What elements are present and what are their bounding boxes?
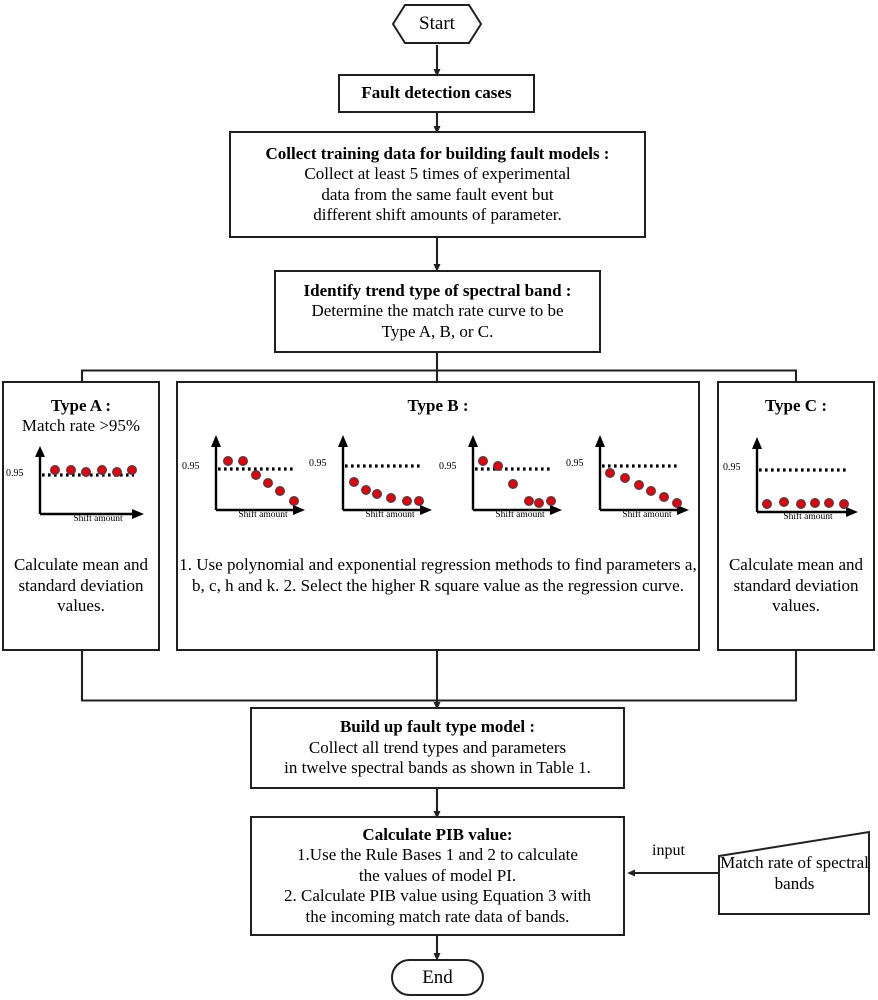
node-input-match-rate[interactable]: Match rate of spectral bands <box>717 830 872 916</box>
chart-type-b-3-ytick: 0.95 <box>439 461 457 472</box>
y-axis-arrowhead <box>211 435 221 447</box>
node-start-label: Start <box>419 13 455 34</box>
node-identify-trend-type[interactable]: Identify trend type of spectral band : D… <box>274 270 601 353</box>
branch-type-a-subheading: Match rate >95% <box>21 416 141 436</box>
chart-type-b-4-ytick: 0.95 <box>566 458 584 469</box>
data-points <box>604 467 682 508</box>
chart-type-b-1: 0.95 Shift amount <box>182 428 312 523</box>
chart-type-a: 0.95 Shift amount <box>6 440 156 530</box>
data-points <box>222 456 299 506</box>
chart-type-c-svg <box>752 437 858 517</box>
chart-type-a-xlabel: Shift amount <box>73 514 123 524</box>
node-input-line-2: spectral bands <box>774 853 869 894</box>
node-collect-training-data[interactable]: Collect training data for building fault… <box>229 131 646 238</box>
x-axis-arrowhead <box>677 505 689 515</box>
node-end[interactable]: End <box>390 958 485 997</box>
y-axis-arrowhead <box>595 435 605 447</box>
y-axis-arrowhead <box>752 437 762 449</box>
trapezoid-input-shape <box>718 830 870 915</box>
chart-type-b-2-svg <box>338 435 432 515</box>
chart-type-b-1-svg <box>211 435 305 515</box>
node-fault-detection-cases-title: Fault detection cases <box>361 83 512 103</box>
node-input-line-1: Match rate of <box>720 853 812 872</box>
chart-type-b-1-xlabel: Shift amount <box>238 510 288 520</box>
chart-type-c-xlabel: Shift amount <box>783 512 833 522</box>
hexagon-shape <box>391 4 483 44</box>
node-collect-training-line-3: different shift amounts of parameter. <box>313 204 562 224</box>
node-calc-pib-line-4: the incoming match rate data of bands. <box>305 906 570 926</box>
node-end-label: End <box>422 966 453 988</box>
chart-type-b-3-svg <box>468 435 562 515</box>
branch-type-c-footer-3: deviation values. <box>772 575 859 616</box>
x-axis-arrowhead <box>846 507 858 517</box>
x-axis-arrowhead <box>420 505 432 515</box>
node-identify-trend-title: Identify trend type of spectral band : <box>303 280 572 300</box>
node-collect-training-line-1: Collect at least 5 times of experimental <box>304 164 571 184</box>
chart-type-b-4: 0.95 Shift amount <box>566 428 696 523</box>
y-axis-arrowhead <box>338 435 348 447</box>
node-identify-trend-line-2: Type A, B, or C. <box>381 321 494 341</box>
chart-type-b-2-ytick: 0.95 <box>309 458 327 469</box>
chart-type-b-1-ytick: 0.95 <box>182 461 200 472</box>
branch-type-b-heading: Type B : <box>407 396 469 415</box>
data-points <box>761 496 849 509</box>
branch-type-a[interactable]: Type A : Match rate >95% <box>2 381 160 651</box>
y-axis-arrowhead <box>35 446 45 457</box>
node-fault-detection-cases[interactable]: Fault detection cases <box>338 74 535 113</box>
node-collect-training-line-2: data from the same fault event but <box>321 184 554 204</box>
branch-type-b-footer-1: 1. Use polynomial and exponential regres… <box>179 555 602 574</box>
chart-type-b-4-svg <box>595 435 689 515</box>
branch-type-a-footer-3: deviation values. <box>57 575 144 616</box>
stadium-shape <box>391 959 484 996</box>
chart-type-a-svg <box>35 446 144 519</box>
node-build-model-title: Build up fault type model : <box>339 717 536 737</box>
node-build-fault-type-model[interactable]: Build up fault type model : Collect all … <box>250 707 625 789</box>
node-identify-trend-line-1: Determine the match rate curve to be <box>311 301 564 321</box>
branch-type-a-footer-2: and standard <box>18 555 149 595</box>
x-axis-arrowhead <box>293 505 305 515</box>
chart-type-c: 0.95 Shift amount <box>723 430 871 530</box>
branch-type-c-heading: Type C : <box>764 396 827 415</box>
node-build-model-line-2: in twelve spectral bands as shown in Tab… <box>284 758 591 778</box>
edge-label-input: input <box>652 842 685 859</box>
branch-type-b[interactable]: Type B : 0.95 <box>176 381 700 651</box>
chart-type-b-2: 0.95 Shift amount <box>309 428 439 523</box>
branch-type-c-footer-1: Calculate mean <box>728 555 835 574</box>
chart-type-b-3-xlabel: Shift amount <box>495 510 545 520</box>
x-axis-arrowhead <box>550 505 562 515</box>
node-calc-pib-title: Calculate PIB value: <box>362 825 513 845</box>
y-axis-arrowhead <box>468 435 478 447</box>
chart-type-a-ytick: 0.95 <box>6 468 24 479</box>
node-build-model-line-1: Collect all trend types and parameters <box>308 737 567 757</box>
data-points <box>49 465 137 478</box>
branch-type-a-footer-1: Calculate mean <box>13 555 120 574</box>
data-points <box>477 456 556 508</box>
node-calc-pib-line-1: 1.Use the Rule Bases 1 and 2 to calculat… <box>297 845 578 865</box>
branch-type-b-footer-3: 2. Select the higher R square value as t… <box>283 575 684 595</box>
branch-type-a-heading: Type A : <box>50 396 112 415</box>
chart-type-c-ytick: 0.95 <box>723 462 741 473</box>
chart-type-b-4-xlabel: Shift amount <box>622 510 672 520</box>
branch-type-c-footer-2: and standard <box>733 555 864 595</box>
node-calc-pib-line-2: the values of model PI. <box>358 865 517 885</box>
x-axis-arrowhead <box>132 509 144 519</box>
data-points <box>348 476 424 506</box>
node-collect-training-title: Collect training data for building fault… <box>265 143 610 163</box>
chart-type-b-3: 0.95 Shift amount <box>439 428 569 523</box>
branch-type-c[interactable]: Type C : 0.95 <box>717 381 875 651</box>
node-calculate-pib-value[interactable]: Calculate PIB value: 1.Use the Rule Base… <box>250 816 625 936</box>
node-start[interactable]: Start <box>391 3 483 45</box>
chart-type-b-2-xlabel: Shift amount <box>365 510 415 520</box>
node-calc-pib-line-3: 2. Calculate PIB value using Equation 3 … <box>284 886 591 906</box>
branch-type-b-footer-2: parameters a, b, c, h and k. <box>192 555 697 595</box>
